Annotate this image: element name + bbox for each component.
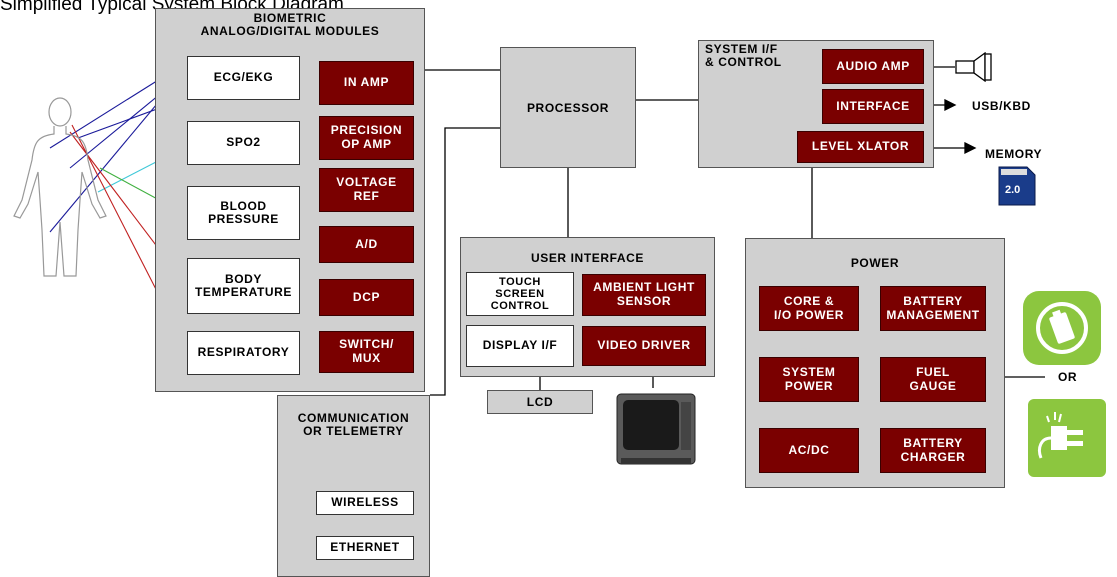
component-ambient-light-sensor: AMBIENT LIGHT SENSOR [582,274,706,316]
power-plug-icon [1028,399,1106,477]
sd-card-icon: 2.0 [998,166,1036,206]
processor-block: PROCESSOR [500,47,636,168]
touch-screen-control: TOUCH SCREEN CONTROL [466,272,574,316]
component-interface: INTERFACE [822,89,924,124]
component-dcp: DCP [319,279,414,316]
ethernet-block: ETHERNET [316,536,414,560]
processor-label: PROCESSOR [526,100,610,115]
component-fuel-gauge: FUEL GAUGE [880,357,986,402]
battery-icon [1023,291,1101,365]
component-audio-amp: AUDIO AMP [822,49,924,84]
biometric-module-title: BIOMETRIC ANALOG/DIGITAL MODULES [200,11,380,39]
system-if-title: SYSTEM I/F & CONTROL [705,42,782,70]
television-icon [616,393,696,465]
usb-kbd-label: USB/KBD [972,99,1031,113]
component-system-power: SYSTEM POWER [759,357,859,402]
component-level-xlator: LEVEL XLATOR [797,131,924,163]
component-battery-management: BATTERY MANAGEMENT [880,286,986,331]
wireless-block: WIRELESS [316,491,414,515]
power-title: POWER [850,256,900,270]
sensor-ecg: ECG/EKG [187,56,300,100]
memory-label: MEMORY [985,147,1043,161]
lcd-label: LCD [526,395,554,409]
component-a-d: A/D [319,226,414,263]
communication-title: COMMUNICATION OR TELEMETRY [297,411,410,439]
component-video-driver: VIDEO DRIVER [582,326,706,366]
component-battery-charger: BATTERY CHARGER [880,428,986,473]
sensor-blood-pressure: BLOOD PRESSURE [187,186,300,240]
component-voltage-ref: VOLTAGE REF [319,168,414,212]
component-core-io-power: CORE & I/O POWER [759,286,859,331]
sensor-spo2: SPO2 [187,121,300,165]
component-switch-mux: SWITCH/ MUX [319,331,414,373]
human-body-icon [13,97,107,277]
sd-card-size: 2.0 [1005,184,1020,196]
lcd-block: LCD [487,390,593,414]
component-ac-dc: AC/DC [759,428,859,473]
user-interface-title: USER INTERFACE [530,251,645,265]
component-precision-op-amp: PRECISION OP AMP [319,116,414,160]
sensor-respiratory: RESPIRATORY [187,331,300,375]
display-if: DISPLAY I/F [466,325,574,367]
component-in-amp: IN AMP [319,61,414,105]
speaker-icon [955,52,992,82]
or-label: OR [1058,370,1078,384]
sensor-body-temperature: BODY TEMPERATURE [187,258,300,314]
